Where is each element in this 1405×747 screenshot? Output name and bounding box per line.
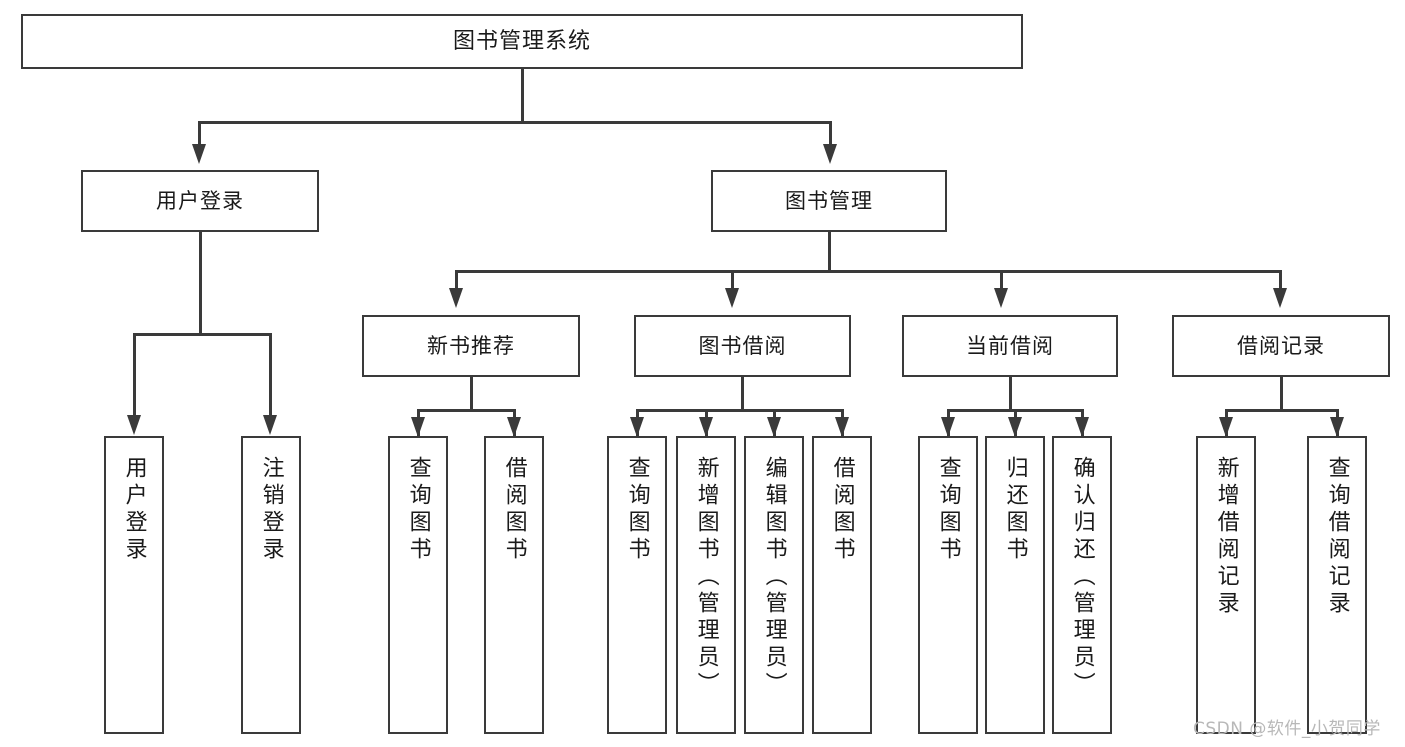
connector-borrow-record-horizontal <box>1225 409 1338 412</box>
connector-root-to-user-login <box>198 121 201 145</box>
arrowhead-icon <box>941 417 955 437</box>
connector-level3-horizontal <box>455 270 1281 273</box>
connector-root-to-book-management <box>829 121 832 145</box>
arrowhead-icon <box>994 288 1008 308</box>
node-label: 图书管理 <box>785 188 873 213</box>
connector-user-login-branch-1 <box>133 333 136 416</box>
leaf-confirm-return[interactable]: 确认归还（管理员） <box>1052 436 1112 734</box>
node-label: 图书借阅 <box>698 333 787 358</box>
connector-root-trunk <box>521 69 524 122</box>
node-borrow-record[interactable]: 借阅记录 <box>1172 315 1390 377</box>
arrowhead-icon <box>1008 417 1022 437</box>
connector-book-management-trunk <box>828 232 831 271</box>
arrowhead-icon <box>1075 417 1089 437</box>
node-label: 用户登录 <box>156 188 244 213</box>
arrowhead-icon <box>725 288 739 308</box>
leaf-user-login[interactable]: 用户登录 <box>104 436 164 734</box>
connector-to-borrow-record <box>1279 270 1282 289</box>
leaf-return-book[interactable]: 归还图书 <box>985 436 1045 734</box>
node-book-management[interactable]: 图书管理 <box>711 170 947 232</box>
connector-to-current-borrow <box>1000 270 1003 289</box>
arrowhead-icon <box>411 417 425 437</box>
node-current-borrow[interactable]: 当前借阅 <box>902 315 1118 377</box>
node-label: 用户登录 <box>121 456 147 564</box>
node-book-borrow[interactable]: 图书借阅 <box>634 315 851 377</box>
arrowhead-icon <box>127 415 141 435</box>
leaf-query-book-3[interactable]: 查询图书 <box>918 436 978 734</box>
node-label: 注销登录 <box>258 456 284 564</box>
connector-to-new-book-recommend <box>455 270 458 289</box>
arrowhead-icon <box>449 288 463 308</box>
arrowhead-icon <box>835 417 849 437</box>
leaf-borrow-book-1[interactable]: 借阅图书 <box>484 436 544 734</box>
node-user-login[interactable]: 用户登录 <box>81 170 319 232</box>
connector-book-borrow-trunk <box>741 377 744 410</box>
node-label: 新增借阅记录 <box>1213 456 1239 618</box>
connector-current-borrow-trunk <box>1009 377 1012 410</box>
connector-to-book-borrow <box>731 270 734 289</box>
connector-user-login-branch-2 <box>269 333 272 416</box>
arrowhead-icon <box>1219 417 1233 437</box>
connector-root-horizontal <box>198 121 831 124</box>
node-label: 查询借阅记录 <box>1324 456 1350 618</box>
connector-book-borrow-horizontal <box>636 409 843 412</box>
node-label: 查询图书 <box>405 456 431 564</box>
arrowhead-icon <box>767 417 781 437</box>
node-new-book-recommend[interactable]: 新书推荐 <box>362 315 580 377</box>
leaf-query-record[interactable]: 查询借阅记录 <box>1307 436 1367 734</box>
arrowhead-icon <box>699 417 713 437</box>
node-label: 借阅图书 <box>829 456 855 564</box>
leaf-add-book[interactable]: 新增图书（管理员） <box>676 436 736 734</box>
node-label: 新增图书（管理员） <box>693 456 719 699</box>
arrowhead-icon <box>630 417 644 437</box>
node-label: 借阅图书 <box>501 456 527 564</box>
leaf-query-book-2[interactable]: 查询图书 <box>607 436 667 734</box>
leaf-edit-book[interactable]: 编辑图书（管理员） <box>744 436 804 734</box>
arrowhead-icon <box>1273 288 1287 308</box>
connector-new-book-horizontal <box>417 409 516 412</box>
arrowhead-icon <box>823 144 837 164</box>
arrowhead-icon <box>1330 417 1344 437</box>
node-label: 查询图书 <box>935 456 961 564</box>
node-label: 查询图书 <box>624 456 650 564</box>
node-label: 借阅记录 <box>1237 333 1325 358</box>
node-label: 确认归还（管理员） <box>1069 456 1095 699</box>
node-label: 归还图书 <box>1002 456 1028 564</box>
connector-new-book-trunk <box>470 377 473 410</box>
leaf-borrow-book-2[interactable]: 借阅图书 <box>812 436 872 734</box>
arrowhead-icon <box>507 417 521 437</box>
arrowhead-icon <box>192 144 206 164</box>
node-label: 新书推荐 <box>427 333 515 358</box>
node-label: 图书管理系统 <box>452 28 591 54</box>
node-label: 编辑图书（管理员） <box>761 456 787 699</box>
node-label: 当前借阅 <box>966 333 1054 358</box>
connector-user-login-horizontal <box>133 333 271 336</box>
arrowhead-icon <box>263 415 277 435</box>
connector-borrow-record-trunk <box>1280 377 1283 410</box>
node-root-system[interactable]: 图书管理系统 <box>21 14 1023 69</box>
leaf-logout-login[interactable]: 注销登录 <box>241 436 301 734</box>
leaf-query-book-1[interactable]: 查询图书 <box>388 436 448 734</box>
leaf-add-record[interactable]: 新增借阅记录 <box>1196 436 1256 734</box>
connector-user-login-trunk <box>199 232 202 334</box>
